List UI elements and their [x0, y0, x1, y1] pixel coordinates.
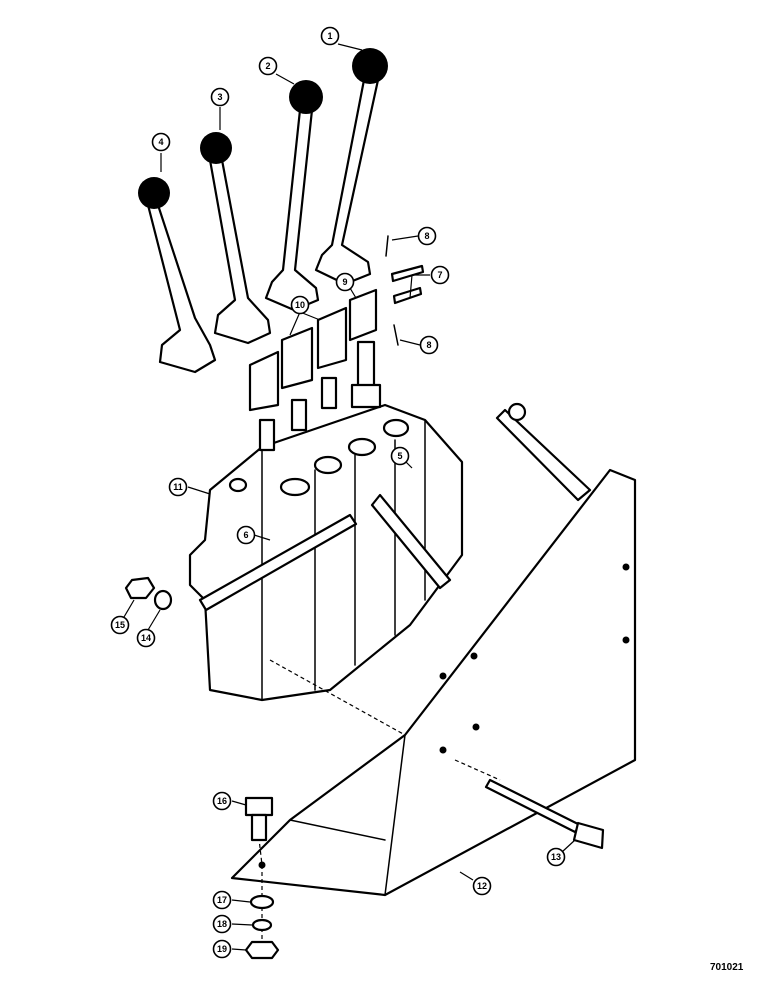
clevis-links	[248, 288, 378, 412]
lock-washer	[251, 918, 273, 932]
callout-2: 2	[258, 56, 278, 76]
mounting-bracket	[230, 468, 637, 897]
control-lever-2	[264, 80, 323, 312]
nut-15	[124, 576, 156, 600]
callout-14: 14	[136, 628, 156, 648]
svg-text:16: 16	[217, 796, 227, 806]
svg-text:18: 18	[217, 919, 227, 929]
callout-12: 12	[472, 876, 492, 896]
callout-19: 19	[212, 939, 232, 959]
flat-washer	[249, 894, 275, 910]
svg-text:10: 10	[295, 300, 305, 310]
svg-text:11: 11	[173, 482, 183, 492]
callout-6: 6	[236, 525, 256, 545]
valve-spools	[258, 340, 382, 452]
callout-18: 18	[212, 914, 232, 934]
callout-10: 10	[290, 295, 310, 315]
callout-9: 9	[335, 272, 355, 292]
control-lever-3	[200, 132, 272, 345]
svg-text:5: 5	[397, 451, 402, 461]
svg-text:13: 13	[551, 852, 561, 862]
svg-text:9: 9	[342, 277, 347, 287]
short-bolt	[244, 796, 274, 842]
control-lever-1	[314, 48, 388, 286]
lever-knob-icon	[200, 132, 232, 164]
callout-15: 15	[110, 615, 130, 635]
svg-text:3: 3	[217, 92, 222, 102]
cotter-pins	[385, 235, 399, 346]
callout-16: 16	[212, 791, 232, 811]
clevis-pins	[390, 264, 425, 305]
hex-nut	[244, 940, 280, 960]
callout-1: 1	[320, 26, 340, 46]
callout-4: 4	[151, 132, 171, 152]
svg-text:15: 15	[115, 620, 125, 630]
svg-text:12: 12	[477, 881, 487, 891]
lever-knob-icon	[352, 48, 388, 84]
callout-5: 5	[390, 446, 410, 466]
washer-14	[153, 589, 173, 611]
callout-11: 11	[168, 477, 188, 497]
callout-13: 13	[546, 847, 566, 867]
svg-text:8: 8	[424, 231, 429, 241]
lever-knob-icon	[138, 177, 170, 209]
svg-text:17: 17	[217, 895, 227, 905]
svg-text:2: 2	[265, 61, 270, 71]
callout-3: 3	[210, 87, 230, 107]
control-lever-4	[138, 177, 217, 374]
callout-8-top: 8	[417, 226, 437, 246]
svg-text:14: 14	[141, 633, 151, 643]
svg-text:19: 19	[217, 944, 227, 954]
long-bolt	[484, 778, 605, 850]
callout-7: 7	[430, 265, 450, 285]
leader-lines	[123, 43, 576, 951]
control-valve-body	[188, 403, 464, 702]
lever-knob-icon	[289, 80, 323, 114]
drawing-number: 701021	[710, 962, 744, 973]
svg-text:1: 1	[327, 31, 332, 41]
svg-text:7: 7	[437, 270, 442, 280]
callout-8-bottom: 8	[419, 335, 439, 355]
svg-text:6: 6	[243, 530, 248, 540]
svg-text:8: 8	[426, 340, 431, 350]
pivot-rod	[198, 402, 592, 612]
callout-17: 17	[212, 890, 232, 910]
svg-text:4: 4	[158, 137, 163, 147]
